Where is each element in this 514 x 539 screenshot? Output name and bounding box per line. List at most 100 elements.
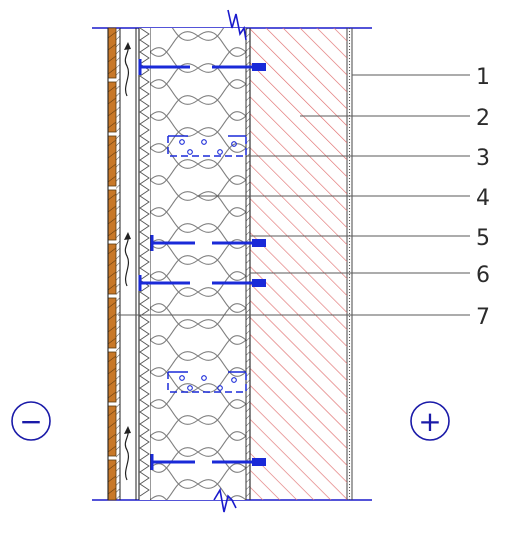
bracket-outline xyxy=(167,372,247,393)
wood-grain xyxy=(107,355,117,363)
callout-5: 5 xyxy=(476,226,490,251)
insulation-wave xyxy=(149,367,247,409)
wood-grain xyxy=(107,379,117,387)
wood-grain xyxy=(107,67,117,75)
callout-4: 4 xyxy=(476,186,490,211)
wood-grain xyxy=(107,109,117,117)
wood-grain xyxy=(107,367,117,375)
wood-board xyxy=(107,135,117,187)
fixing-anchor xyxy=(252,458,266,466)
wood-board xyxy=(107,405,117,457)
wood-grain xyxy=(107,217,117,225)
airflow-arrow-group xyxy=(124,42,131,481)
bracket-hole xyxy=(179,139,185,145)
wood-board xyxy=(107,81,117,133)
wood-grain xyxy=(107,301,117,309)
callout-1: 1 xyxy=(476,65,490,90)
plus-circle-icon: + xyxy=(410,401,450,441)
insulation-wave xyxy=(228,495,247,500)
bracket-hole xyxy=(187,385,193,391)
wood-grain xyxy=(107,283,117,291)
bracket-hole xyxy=(231,141,237,147)
insulation-wave xyxy=(149,303,247,345)
wood-grain xyxy=(107,193,117,201)
insulation-wave xyxy=(149,271,247,313)
fixing-group xyxy=(138,59,266,470)
wood-board xyxy=(107,351,117,403)
insulation-wave xyxy=(149,143,247,185)
wood-grain xyxy=(107,325,117,333)
bracket-hole xyxy=(217,385,223,391)
wood-grain xyxy=(107,43,117,51)
callout-7: 7 xyxy=(476,305,490,330)
bracket-hole xyxy=(217,149,223,155)
wood-grain xyxy=(107,463,117,471)
airflow-arrow-head xyxy=(124,426,131,434)
batten-layer xyxy=(116,28,120,500)
insulation-wave xyxy=(149,207,247,249)
wood-grain xyxy=(107,475,117,483)
wood-grain xyxy=(107,163,117,171)
wood-grain xyxy=(107,121,117,129)
bracket-group xyxy=(167,135,247,393)
wood-grain xyxy=(107,205,117,213)
airflow-arrow-icon xyxy=(124,235,130,287)
insulation-wave xyxy=(149,495,168,500)
wood-grain xyxy=(107,391,117,399)
callout-6: 6 xyxy=(476,263,490,288)
airflow-arrow-icon xyxy=(124,429,130,481)
adhesive-strip xyxy=(246,28,250,500)
airflow-arrow-head xyxy=(124,42,131,50)
wood-grain xyxy=(107,445,117,453)
fixing-anchor xyxy=(252,239,266,247)
wood-grain xyxy=(107,175,117,183)
wood-board xyxy=(107,27,117,79)
wood-cladding-layer xyxy=(107,27,117,501)
wood-grain xyxy=(107,55,117,63)
insulation-wave xyxy=(149,335,247,377)
masonry-wall-layer xyxy=(249,28,347,500)
airflow-arrow-head xyxy=(124,232,131,240)
wood-grain xyxy=(107,229,117,237)
wood-grain xyxy=(107,139,117,147)
wood-grain xyxy=(107,247,117,255)
leader-line-group xyxy=(118,74,470,316)
membrane-zigzag-line xyxy=(139,27,150,497)
fixing-anchor xyxy=(252,63,266,71)
wood-grain xyxy=(107,409,117,417)
insulation-layer xyxy=(149,28,247,500)
bracket-hole xyxy=(187,149,193,155)
airflow-arrow-icon xyxy=(124,45,130,97)
inner-plaster-layer xyxy=(346,28,353,500)
bracket-hole xyxy=(179,375,185,381)
wood-grain xyxy=(107,433,117,441)
wood-board xyxy=(107,243,117,295)
wood-grain xyxy=(107,85,117,93)
insulation-wave xyxy=(149,28,225,57)
callout-3: 3 xyxy=(476,146,490,171)
inside-sign: + xyxy=(418,405,441,438)
insulation-wave xyxy=(150,463,247,500)
wood-board xyxy=(107,297,117,349)
wood-grain xyxy=(107,97,117,105)
insulation-wave xyxy=(149,47,247,89)
wood-board xyxy=(107,459,117,501)
wind-barrier-membrane xyxy=(138,27,150,500)
bottom-break-line xyxy=(213,487,237,513)
wood-grain xyxy=(107,259,117,267)
wood-grain xyxy=(107,337,117,345)
insulation-wave xyxy=(149,399,247,441)
bracket-hole xyxy=(201,375,207,381)
wood-grain xyxy=(107,151,117,159)
fixing-anchor xyxy=(252,279,266,287)
bracket-outline xyxy=(167,136,247,157)
wood-grain xyxy=(107,31,117,39)
wood-grain xyxy=(107,313,117,321)
callout-2: 2 xyxy=(476,106,490,131)
outside-sign: − xyxy=(19,405,42,438)
wood-board xyxy=(107,189,117,241)
top-break-line xyxy=(227,9,247,41)
insulation-wave xyxy=(149,79,247,121)
insulation-wave xyxy=(149,431,247,473)
